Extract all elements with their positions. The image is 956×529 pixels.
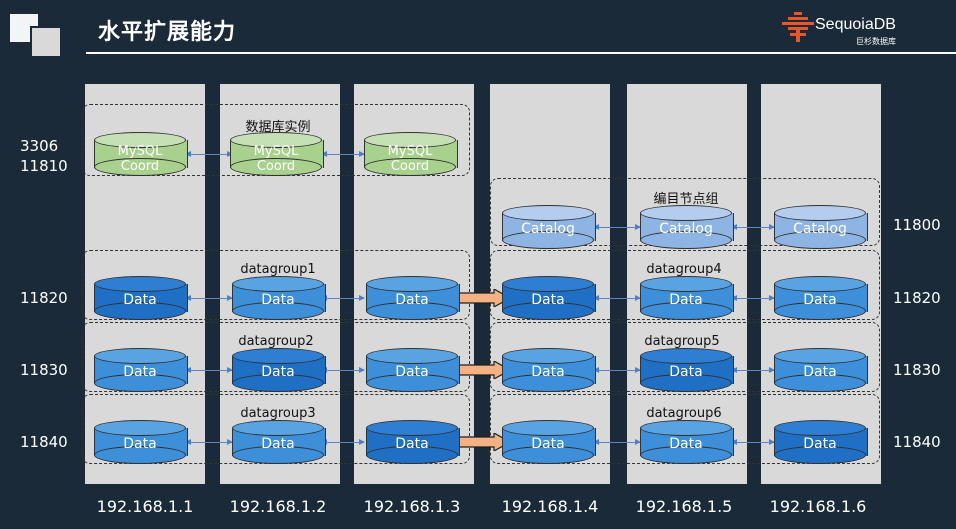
ip-label: 192.168.1.2	[229, 497, 327, 516]
data-label: Data	[669, 292, 703, 308]
port-label-dg5: 11830	[893, 361, 941, 379]
link-line	[185, 367, 233, 373]
data-label: Data	[261, 292, 295, 308]
data-node: Data	[94, 420, 188, 464]
link-line	[731, 367, 775, 373]
data-node: Data	[640, 276, 734, 320]
link-line	[593, 295, 641, 301]
data-label: Data	[531, 436, 565, 452]
data-node: Data	[366, 348, 460, 392]
data-label: Data	[261, 364, 295, 380]
coord-label-line2: Coord	[390, 159, 430, 174]
data-node: Data	[502, 348, 596, 392]
link-line	[185, 439, 233, 445]
link-line	[321, 439, 365, 445]
data-label: Data	[123, 436, 157, 452]
data-node: Data	[94, 348, 188, 392]
title-divider	[86, 52, 956, 54]
data-node: Data	[502, 420, 596, 464]
group-label-coord: 数据库实例	[245, 120, 311, 135]
data-label: Data	[669, 364, 703, 380]
data-label: Data	[261, 436, 295, 452]
link-line	[185, 151, 233, 157]
ip-label: 192.168.1.6	[769, 497, 867, 516]
catalog-node: Catalog	[502, 205, 596, 249]
port-label-coord-1: 3306	[20, 137, 59, 155]
data-node-primary: Data	[232, 348, 326, 392]
data-label: Data	[803, 364, 837, 380]
data-node: Data	[232, 420, 326, 464]
ip-label: 192.168.1.4	[501, 497, 599, 516]
coord-label-line1: MySQL	[117, 144, 163, 159]
catalog-label: Catalog	[659, 221, 713, 237]
logo-square-icon-2	[30, 26, 62, 58]
catalog-label: Catalog	[521, 221, 575, 237]
data-node-primary: Data	[366, 420, 460, 464]
data-node: Data	[366, 276, 460, 320]
link-line	[321, 295, 365, 301]
group-label-dg4: datagroup4	[646, 262, 722, 277]
link-line	[321, 367, 365, 373]
data-node: Data	[774, 276, 868, 320]
group-label-dg2: datagroup2	[238, 334, 314, 349]
coord-label-line2: Coord	[256, 159, 296, 174]
coord-label-line1: MySQL	[253, 144, 299, 159]
link-line	[593, 367, 641, 373]
data-label: Data	[531, 292, 565, 308]
sequoiadb-logo-icon	[782, 12, 814, 42]
coord-label-line2: Coord	[120, 159, 160, 174]
link-line	[731, 439, 775, 445]
ip-label: 192.168.1.3	[363, 497, 461, 516]
title-bar: 水平扩展能力 SequoiaDB 巨杉数据库	[0, 0, 956, 60]
data-label: Data	[803, 292, 837, 308]
data-node-primary: Data	[502, 276, 596, 320]
group-label-dg3: datagroup3	[240, 406, 316, 421]
logo-name: SequoiaDB	[815, 16, 896, 33]
data-node-primary: Data	[640, 348, 734, 392]
ip-label: 192.168.1.5	[635, 497, 733, 516]
link-line	[321, 151, 365, 157]
data-label: Data	[531, 364, 565, 380]
data-label: Data	[395, 364, 429, 380]
data-node: Data	[774, 348, 868, 392]
port-label-catalog: 11800	[893, 216, 941, 234]
data-label: Data	[123, 364, 157, 380]
data-label: Data	[803, 436, 837, 452]
data-label: Data	[123, 292, 157, 308]
group-label-dg6: datagroup6	[646, 406, 722, 421]
port-label-dg2: 11830	[20, 361, 68, 379]
link-line	[731, 295, 775, 301]
data-node-primary: Data	[94, 276, 188, 320]
port-label-dg3: 11840	[20, 433, 68, 451]
data-label: Data	[395, 436, 429, 452]
link-line	[185, 295, 233, 301]
data-label: Data	[395, 292, 429, 308]
port-label-dg6: 11840	[893, 433, 941, 451]
link-line	[593, 439, 641, 445]
group-label-dg5: datagroup5	[644, 334, 720, 349]
data-node: Data	[640, 420, 734, 464]
data-node: Data	[232, 276, 326, 320]
port-label-dg1: 11820	[20, 289, 68, 307]
link-line	[731, 224, 775, 230]
coord-label-line1: MySQL	[387, 144, 433, 159]
ip-label: 192.168.1.1	[96, 497, 194, 516]
port-label-dg4: 11820	[893, 289, 941, 307]
port-label-coord-2: 11810	[20, 157, 68, 175]
link-line	[593, 224, 641, 230]
group-label-catalog: 编目节点组	[653, 192, 719, 207]
page-title: 水平扩展能力	[98, 20, 237, 45]
group-label-dg1: datagroup1	[240, 262, 316, 277]
logo-subtitle: 巨杉数据库	[856, 37, 896, 46]
data-node-primary: Data	[774, 420, 868, 464]
catalog-label: Catalog	[793, 221, 847, 237]
catalog-node: Catalog	[640, 205, 734, 249]
catalog-node: Catalog	[774, 205, 868, 249]
data-label: Data	[669, 436, 703, 452]
